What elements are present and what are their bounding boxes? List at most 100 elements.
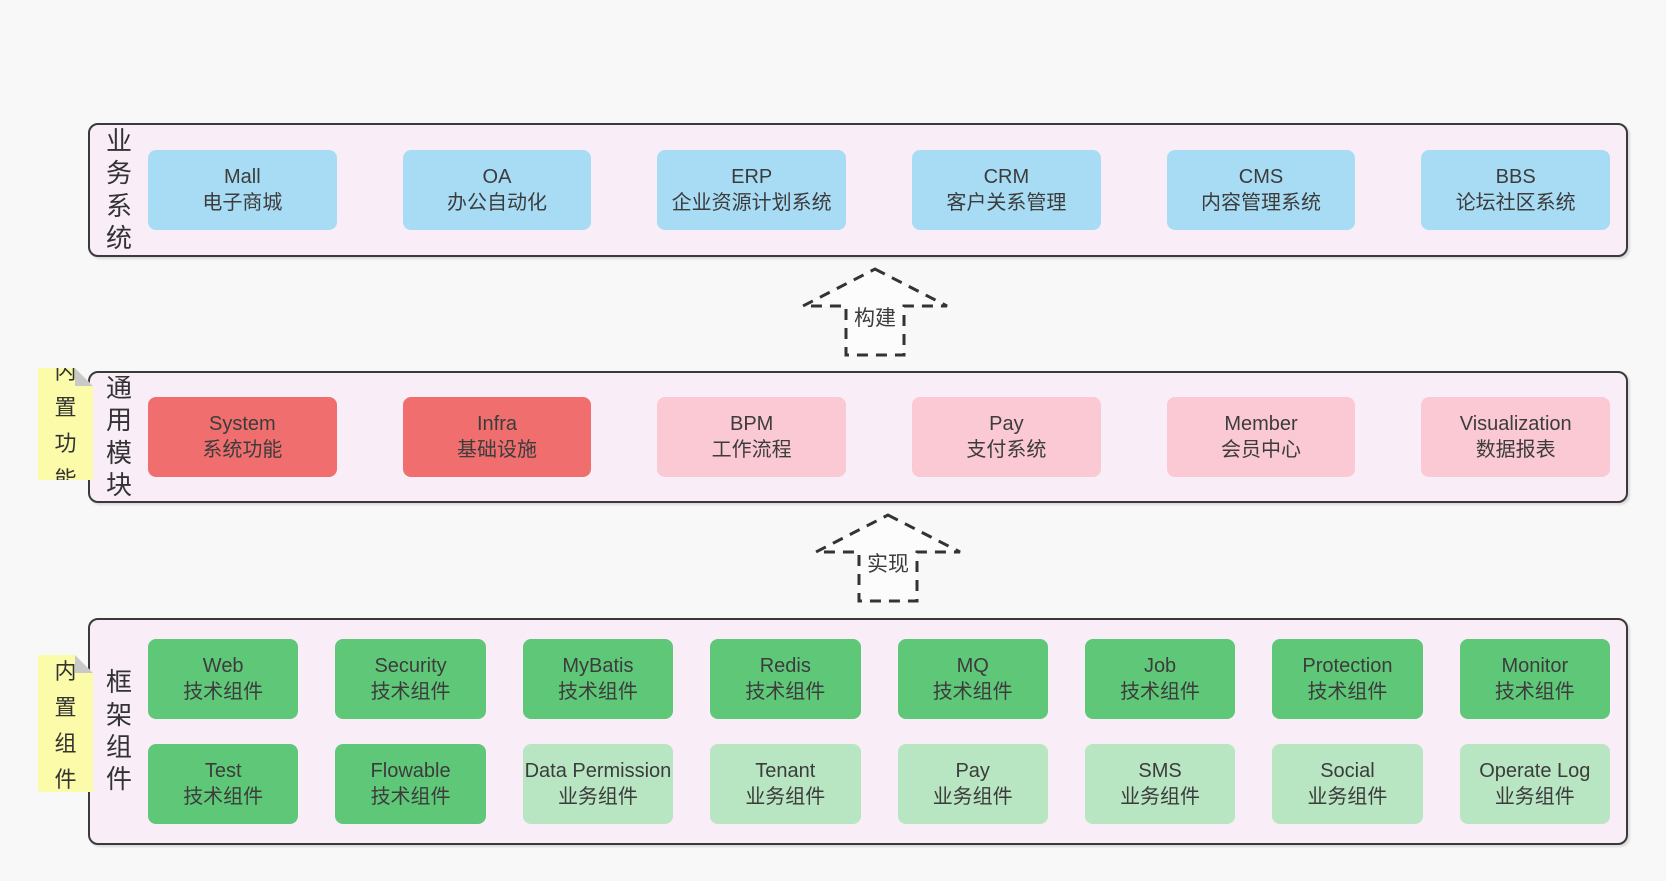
box-title: System [208, 412, 276, 435]
vertical-label-char: 功 [54, 431, 77, 456]
box-subtitle: 工作流程 [711, 439, 792, 461]
box-title: Flowable [370, 759, 451, 782]
module-box-flowable: Flowable 技术组件 [335, 744, 486, 824]
box-subtitle: 业务组件 [557, 786, 638, 808]
box-title: SMS [1138, 759, 1182, 782]
box-title: Mall [224, 165, 261, 188]
vertical-label-char: 内 [54, 658, 77, 684]
box-subtitle: 办公自动化 [447, 192, 547, 214]
layer-label-business-systems: 业务系统 [90, 127, 148, 253]
box-title: Redis [759, 654, 811, 677]
module-box-security: Security 技术组件 [335, 639, 486, 719]
vertical-label-char: 置 [54, 694, 77, 720]
module-box-bbs: BBS 论坛社区系统 [1421, 150, 1611, 230]
sticky-note-label: 内置功能 [54, 354, 76, 494]
module-box-mybatis: MyBatis 技术组件 [522, 639, 674, 719]
box-subtitle: 会员中心 [1221, 439, 1302, 461]
build-arrow-label: 构建 [851, 302, 899, 332]
box-title: Data Permission [524, 759, 672, 782]
box-title: Security [374, 654, 447, 677]
vertical-label-char: 件 [54, 766, 77, 792]
module-box-pay: Pay 业务组件 [897, 744, 1048, 824]
box-subtitle: 内容管理系统 [1201, 192, 1322, 214]
module-box-operate-log: Operate Log 业务组件 [1459, 744, 1610, 824]
vertical-label-char: 系 [105, 190, 132, 221]
vertical-label-char: 通 [105, 372, 132, 403]
implement-arrow: 实现 [813, 512, 963, 604]
box-row: Mall 电子商城 OA 办公自动化 ERP 企业资源计划系统 CRM 客户关系管理 CMS 内容… [148, 150, 1611, 230]
module-box-data-permission: Data Permission 业务组件 [522, 744, 674, 824]
box-subtitle: 技术组件 [183, 681, 264, 703]
box-subtitle: 技术组件 [1494, 681, 1575, 703]
box-subtitle: 客户关系管理 [946, 192, 1067, 214]
box-subtitle: 技术组件 [557, 681, 638, 703]
box-title: MyBatis [562, 654, 634, 677]
box-title: Operate Log [1479, 759, 1591, 782]
module-box-crm: CRM 客户关系管理 [912, 150, 1101, 230]
sticky-note-builtin-features: 内置功能 [38, 368, 93, 480]
module-box-member: Member 会员中心 [1166, 397, 1356, 477]
box-title: ERP [731, 165, 773, 188]
box-title: CMS [1238, 165, 1284, 188]
vertical-label-char: 统 [105, 222, 132, 253]
box-subtitle: 企业资源计划系统 [671, 192, 832, 214]
box-subtitle: 技术组件 [1307, 681, 1388, 703]
box-title: BPM [730, 412, 774, 435]
box-title: CRM [983, 165, 1030, 188]
vertical-label-char: 块 [105, 469, 132, 500]
sticky-note-label: 内置组件 [54, 654, 76, 794]
box-title: Social [1320, 759, 1375, 782]
box-subtitle: 技术组件 [183, 786, 264, 808]
box-subtitle: 业务组件 [1307, 786, 1388, 808]
box-subtitle: 论坛社区系统 [1455, 192, 1576, 214]
vertical-label-char: 架 [105, 699, 132, 730]
module-box-erp: ERP 企业资源计划系统 [657, 150, 847, 230]
vertical-label-char: 组 [54, 730, 77, 756]
box-title: Member [1224, 412, 1298, 435]
box-subtitle: 系统功能 [202, 439, 283, 461]
box-title: BBS [1495, 165, 1536, 188]
module-box-oa: OA 办公自动化 [402, 150, 592, 230]
vertical-label-char: 务 [105, 158, 132, 189]
box-subtitle: 技术组件 [370, 786, 451, 808]
box-title: Infra [476, 412, 518, 435]
box-subtitle: 业务组件 [932, 786, 1013, 808]
box-subtitle: 业务组件 [1494, 786, 1575, 808]
module-box-system: System 系统功能 [148, 397, 337, 477]
box-title: OA [482, 165, 512, 188]
layer-framework-components: 框架组件 Web 技术组件 Security 技术组件 MyBatis 技术组件 Redis… [88, 618, 1628, 845]
vertical-label-char: 件 [105, 764, 132, 795]
module-box-cms: CMS 内容管理系统 [1166, 150, 1356, 230]
box-title: Visualization [1459, 412, 1572, 435]
box-subtitle: 电子商城 [202, 192, 283, 214]
module-box-monitor: Monitor 技术组件 [1459, 639, 1610, 719]
vertical-label-char: 用 [105, 405, 132, 436]
layer-label-framework-components: 框架组件 [90, 669, 148, 793]
box-title: Pay [955, 759, 990, 782]
module-box-mall: Mall 电子商城 [148, 150, 337, 230]
box-subtitle: 业务组件 [1120, 786, 1201, 808]
module-box-test: Test 技术组件 [148, 744, 299, 824]
vertical-label-char: 内 [54, 359, 77, 384]
module-box-social: Social 业务组件 [1272, 744, 1423, 824]
vertical-label-char: 框 [105, 667, 132, 698]
box-subtitle: 技术组件 [370, 681, 451, 703]
box-title: Pay [989, 412, 1024, 435]
box-title: Monitor [1501, 654, 1569, 677]
implement-arrow-label: 实现 [864, 548, 912, 578]
vertical-label-char: 能 [54, 467, 77, 492]
layer-business-systems: 业务系统 Mall 电子商城 OA 办公自动化 ERP 企业资源计划系统 CRM 客户关系管理… [88, 123, 1628, 257]
box-title: Web [202, 654, 244, 677]
box-title: Test [204, 759, 242, 782]
vertical-label-char: 模 [105, 437, 132, 468]
layer-label-common-modules: 通用模块 [90, 372, 148, 500]
